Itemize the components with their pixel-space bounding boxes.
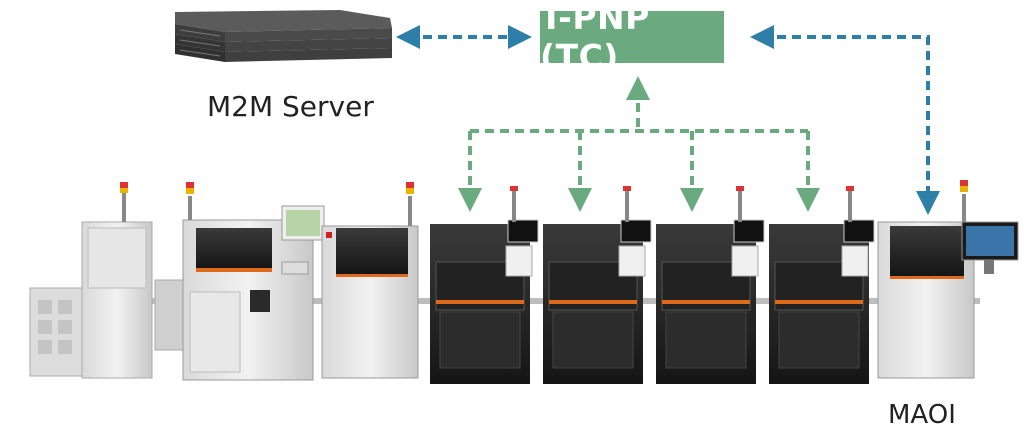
mounter-2 — [543, 186, 652, 384]
controller-label: T-PNP (TC) — [540, 0, 650, 76]
maoi-machine — [877, 180, 1019, 379]
mounter-3 — [656, 186, 765, 384]
mounter-1 — [430, 186, 539, 384]
server-image — [175, 10, 392, 62]
printer-machine — [154, 182, 325, 381]
maoi-link-arrow — [750, 25, 940, 215]
loader-machine — [29, 182, 153, 379]
spi-machine — [321, 182, 419, 379]
mounter-4 — [769, 186, 875, 384]
controller-box: T-PNP (TC) — [540, 0, 724, 76]
mounter-link-arrows — [458, 76, 820, 212]
server-label: M2M Server — [207, 90, 374, 123]
maoi-label: MAOI — [888, 400, 956, 430]
